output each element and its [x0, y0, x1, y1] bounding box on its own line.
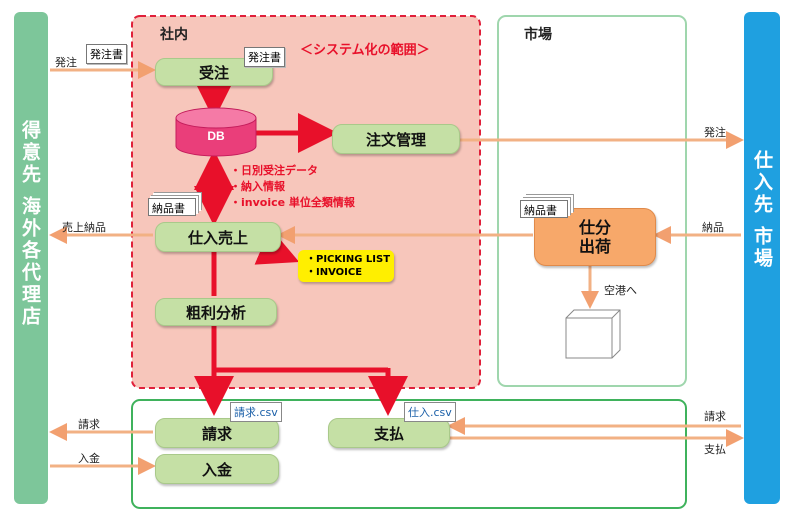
db-note-2: ・納入情報	[230, 180, 285, 193]
delivery-note-right: 納品書	[520, 200, 568, 218]
payment-node[interactable]: 支払	[328, 418, 450, 448]
db-label: DB	[207, 129, 225, 143]
label-sales-delivery: 売上納品	[62, 221, 106, 234]
picking-line1: ・PICKING LIST	[306, 254, 391, 265]
delivery-note-left: 納品書	[148, 198, 196, 216]
supplier-label: 仕入先 市場	[751, 150, 773, 270]
supplier-bar	[744, 12, 780, 504]
customer-label: 得意先 海外各代理店	[19, 120, 41, 328]
order-form-left: 発注書	[86, 44, 127, 64]
db-note-3: ・invoice 単位全類情報	[230, 196, 355, 209]
box-icon	[565, 309, 621, 359]
billing-csv: 請求.csv	[230, 402, 282, 422]
delivery-note-right-label: 納品書	[524, 204, 557, 217]
label-delivery-in: 納品	[702, 221, 724, 234]
label-deposit-in: 入金	[78, 452, 100, 465]
label-payment-out: 支払	[704, 443, 726, 456]
db-cylinder: DB	[175, 107, 257, 157]
label-to-airport: 空港へ	[604, 284, 637, 297]
customer-bar	[14, 12, 48, 504]
label-order-out: 発注	[704, 126, 726, 139]
ship-line2: 出荷	[578, 237, 611, 256]
order-form-right: 発注書	[244, 47, 285, 67]
picking-box: ・PICKING LIST ・INVOICE	[298, 250, 394, 282]
scope-label: ＜システム化の範囲＞	[300, 43, 430, 58]
ship-line1: 仕分	[578, 218, 611, 237]
db-notes: ・日別受注データ ・納入情報 ・invoice 単位全類情報	[230, 162, 355, 210]
purchase-csv: 仕入.csv	[404, 402, 456, 422]
gross-profit-node[interactable]: 粗利分析	[155, 298, 277, 326]
label-billing-out: 請求	[78, 418, 100, 431]
db-note-1: ・日別受注データ	[230, 164, 318, 177]
market-header: 市場	[524, 27, 552, 43]
order-mgmt-node[interactable]: 注文管理	[332, 124, 460, 154]
internal-header: 社内	[160, 27, 188, 43]
billing-node[interactable]: 請求	[155, 418, 279, 448]
market-region	[497, 15, 687, 387]
picking-line2: ・INVOICE	[306, 267, 363, 278]
deposit-node[interactable]: 入金	[155, 454, 279, 484]
label-billing-in: 請求	[704, 410, 726, 423]
label-order-in: 発注	[55, 56, 77, 69]
purchase-sales-node[interactable]: 仕入売上	[155, 222, 281, 252]
delivery-note-left-label: 納品書	[152, 202, 185, 215]
